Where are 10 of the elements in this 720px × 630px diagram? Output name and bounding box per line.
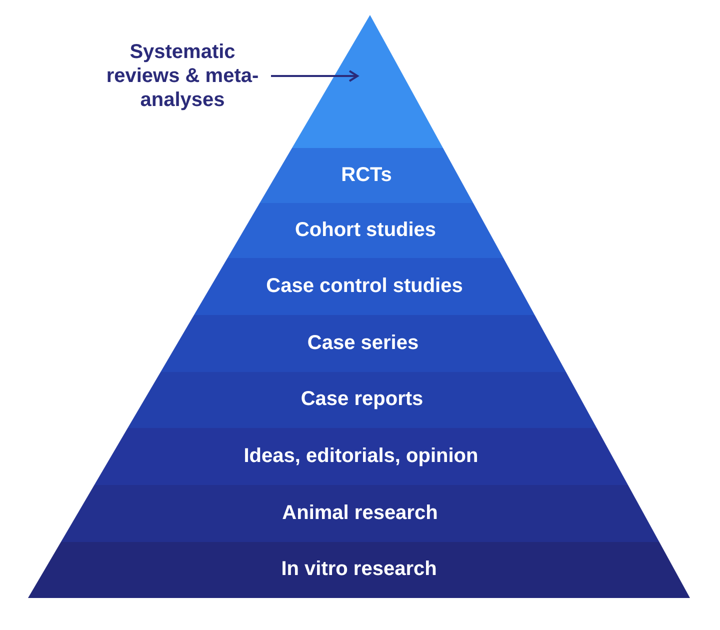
callout-text: Systematic reviews & meta-analyses: [105, 40, 260, 112]
layer-label: Case control studies: [265, 274, 464, 298]
layer-label: Case series: [306, 332, 420, 354]
leader-arrow: [271, 70, 358, 82]
layer-label: In vitro research: [280, 558, 438, 581]
layer-label: Cohort studies: [294, 218, 438, 242]
layer-label: Case reports: [300, 388, 424, 411]
layer-label: Animal research: [281, 502, 439, 524]
layer-label: Ideas, editorials, opinion: [242, 444, 480, 468]
layer-label: RCTs: [340, 164, 393, 186]
